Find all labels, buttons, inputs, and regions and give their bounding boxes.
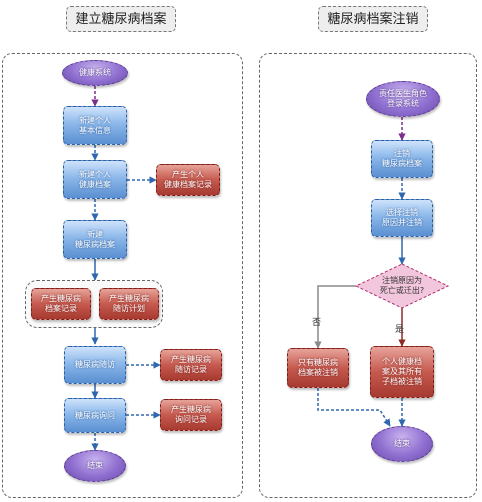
- gen-inquiry-record-node: 产生糖尿病 询问记录: [160, 399, 222, 431]
- right-title: 糖尿病档案注销: [318, 6, 428, 32]
- decision-diamond: [354, 263, 450, 309]
- gen-followup-plan-node: 产生糖尿病 随访计划: [99, 288, 159, 320]
- only-diabetes-cancelled-node: 只有糖尿病 档案被注销: [287, 348, 349, 388]
- cancel-diabetes-record-node: 注销 糖尿病档案: [371, 140, 433, 178]
- new-diabetes-record-node: 新建 糖尿病档案: [63, 220, 127, 259]
- diabetes-inquiry-node: 糖尿病询问: [64, 398, 126, 433]
- left-start-node: 健康系统: [62, 60, 128, 86]
- no-branch-label: 否: [312, 318, 322, 328]
- yes-branch-label: 是: [395, 325, 405, 335]
- new-basic-info-node: 新建个人 基本信息: [63, 106, 127, 145]
- right-panel: [259, 53, 477, 498]
- connector-only-end: [317, 388, 391, 427]
- left-title: 建立糖尿病档案: [66, 6, 176, 32]
- decision-text: 注销原因为 死亡或迁出?: [379, 276, 425, 295]
- gen-diabetes-record-node: 产生糖尿病 档案记录: [31, 288, 91, 320]
- choose-reason-node: 选择注销 原因并注销: [371, 199, 433, 237]
- right-start-node: 责任医生角色 登录系统: [366, 81, 440, 117]
- diabetes-followup-node: 糖尿病随访: [64, 346, 126, 384]
- connector-decision-no: [314, 285, 356, 349]
- gen-health-record-node: 产生个人 健康档案记录: [156, 164, 220, 196]
- right-end-node: 结束: [371, 426, 433, 462]
- gen-followup-record-node: 产生糖尿病 随访记录: [160, 349, 222, 381]
- new-health-record-node: 新建个人 健康档案: [63, 160, 127, 199]
- left-end-node: 结束: [64, 450, 126, 482]
- left-panel: [2, 53, 243, 498]
- all-records-cancelled-node: 个人健康档 案及其所有 子档被注销: [370, 346, 434, 398]
